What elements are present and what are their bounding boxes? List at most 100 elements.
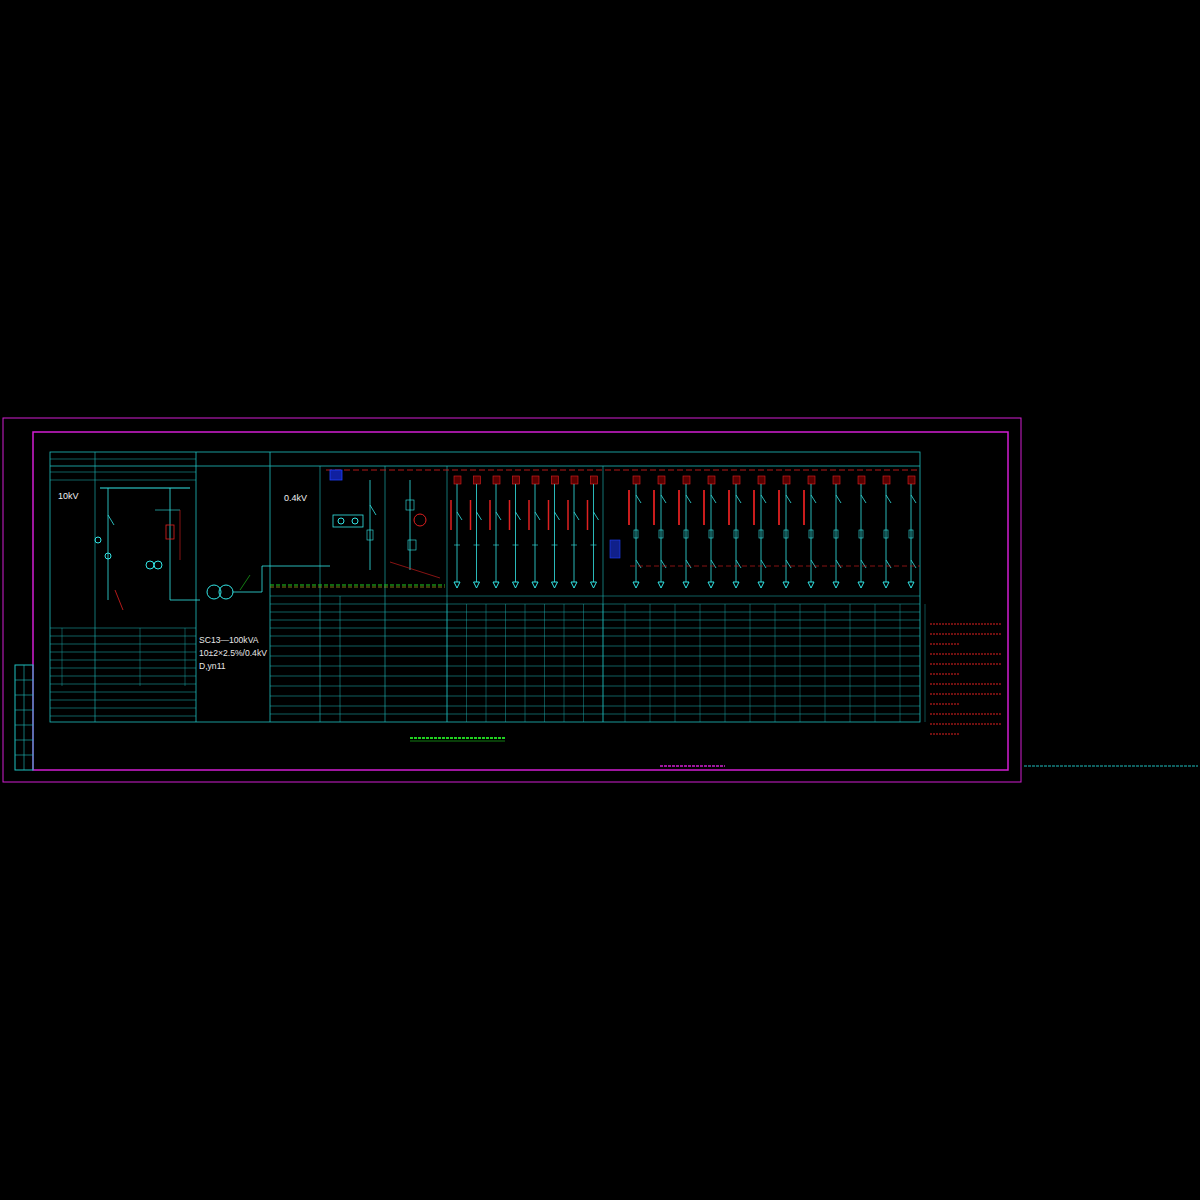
- fuse-symbol: [406, 500, 414, 510]
- feeder-line: [711, 484, 712, 582]
- table-rule: [270, 676, 920, 677]
- table-rule: [525, 604, 526, 722]
- switch-symbol: [836, 560, 841, 568]
- feeder-line: [636, 484, 637, 582]
- feeder-line: [554, 484, 555, 582]
- feeder-line: [811, 484, 812, 582]
- breaker-symbol: [496, 512, 501, 520]
- breaker-symbol: [861, 495, 866, 503]
- wire: [513, 545, 519, 546]
- outgoing-arrow: [633, 582, 639, 588]
- wire: [552, 545, 558, 546]
- spec-panel: SC13—100kVA10±2×2.5%/0.4kVD,yn11: [199, 636, 267, 675]
- breaker-symbol: [786, 495, 791, 503]
- feeder-annotation: [450, 500, 452, 530]
- inner-border: [33, 432, 1008, 770]
- feeder-annotation: [778, 490, 780, 525]
- wire: [591, 545, 597, 546]
- feeder-line: [861, 484, 862, 582]
- breaker-symbol: [661, 495, 666, 503]
- wire: [155, 510, 180, 511]
- breaker-symbol: [574, 512, 579, 520]
- fuse-symbol: [734, 530, 738, 538]
- feeder-annotation: [489, 500, 491, 530]
- feeder-tag: [733, 476, 740, 484]
- table-rule: [270, 596, 920, 597]
- table-rule: [875, 604, 876, 722]
- table-rule: [270, 714, 920, 715]
- fuse-symbol: [659, 530, 663, 538]
- feeder-line: [593, 484, 594, 582]
- table-rule: [650, 604, 651, 722]
- feeder-tag: [474, 476, 481, 484]
- table-rule: [270, 656, 920, 657]
- feeder-line: [535, 484, 536, 582]
- outgoing-arrow: [758, 582, 764, 588]
- table-rule: [50, 644, 196, 645]
- note-stroke: [930, 723, 1002, 724]
- table-rule: [750, 604, 751, 722]
- outgoing-arrow: [858, 582, 864, 588]
- wire: [493, 545, 499, 546]
- breaker-symbol: [516, 512, 521, 520]
- feeder-annotation: [470, 500, 472, 530]
- outgoing-arrow: [513, 582, 519, 588]
- note-stroke: [930, 733, 960, 734]
- table-rule: [270, 686, 920, 687]
- feeder-line: [476, 484, 477, 582]
- table-rule: [675, 604, 676, 722]
- note-stroke: [930, 693, 1002, 694]
- feeder-tag: [908, 476, 915, 484]
- table-rule: [505, 604, 506, 722]
- control-marker: [610, 540, 620, 558]
- table-rule: [50, 676, 196, 677]
- wire: [140, 628, 141, 686]
- table-rule: [800, 604, 801, 722]
- spec-text: D,yn11: [199, 662, 267, 672]
- feeder-annotation: [509, 500, 511, 530]
- fuse-symbol: [367, 530, 373, 540]
- table-rule: [50, 668, 196, 669]
- table-rule: [486, 604, 487, 722]
- wire: [95, 452, 96, 722]
- spec-text: SC13—100kVA: [199, 636, 267, 646]
- feeder-tag: [658, 476, 665, 484]
- outer-border: [3, 418, 1021, 782]
- wire: [410, 480, 411, 570]
- feeder-line: [736, 484, 737, 582]
- feeder-tag: [758, 476, 765, 484]
- transformer-winding: [219, 585, 233, 599]
- note-stroke: [930, 713, 1002, 714]
- wire: [50, 459, 196, 460]
- annotation-stroke: [115, 590, 123, 610]
- fuse-symbol: [784, 530, 788, 538]
- table-rule: [603, 604, 604, 722]
- feeder-tag: [633, 476, 640, 484]
- switch-symbol: [861, 560, 866, 568]
- feeder-annotation: [803, 490, 805, 525]
- feeder-annotation: [548, 500, 550, 530]
- breaker-symbol: [636, 495, 641, 503]
- wire: [603, 466, 604, 722]
- feeder-annotation: [653, 490, 655, 525]
- feeder-tag: [513, 476, 520, 484]
- feeder-line: [457, 484, 458, 582]
- symbol: [146, 561, 154, 569]
- table-rule: [270, 666, 920, 667]
- feeder-annotation: [567, 500, 569, 530]
- wire: [340, 596, 341, 722]
- breaker-symbol: [686, 495, 691, 503]
- switch-symbol: [886, 560, 891, 568]
- meter-box: [333, 515, 363, 527]
- feeder-tag: [552, 476, 559, 484]
- capacitor-box: [408, 540, 416, 550]
- symbol: [352, 518, 358, 524]
- voltage-label: 10kV: [58, 492, 79, 502]
- symbol: [338, 518, 344, 524]
- outgoing-arrow: [883, 582, 889, 588]
- wire: [185, 628, 186, 686]
- xref-stroke: [1024, 765, 1198, 766]
- feeder-tag: [493, 476, 500, 484]
- busbar: [270, 587, 445, 588]
